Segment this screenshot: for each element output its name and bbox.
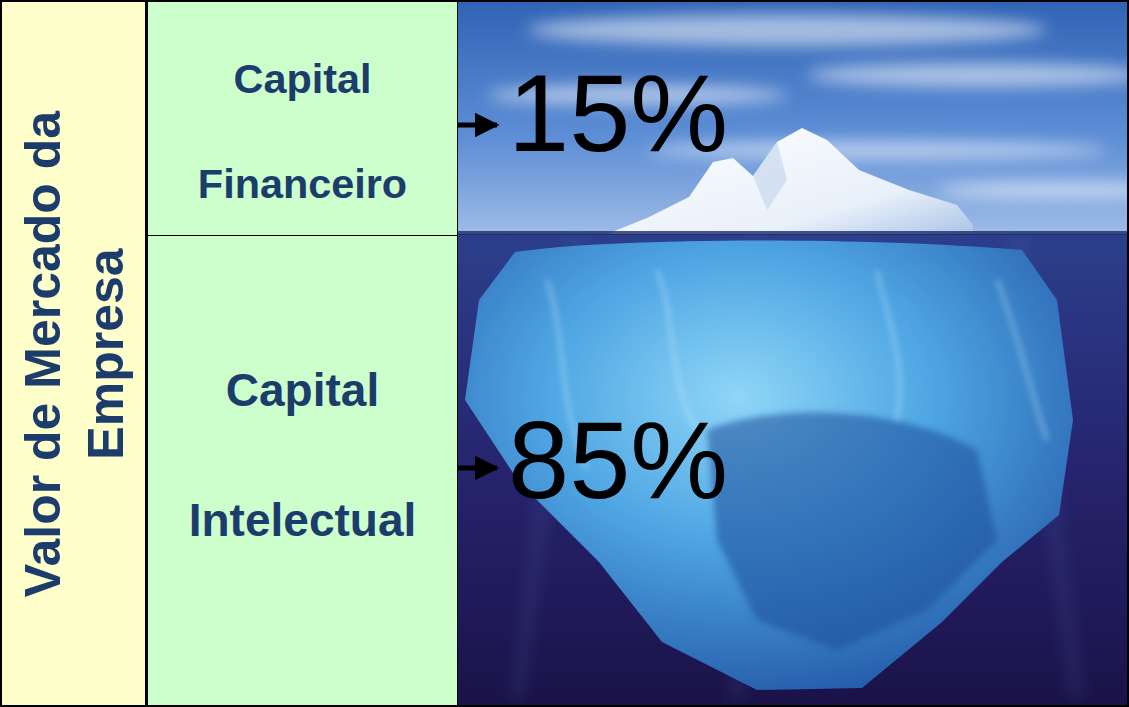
value-band: Valor de Mercado da Empresa <box>0 0 147 707</box>
box-label: Capital Financeiro <box>163 27 443 237</box>
capital-box: Capital Intelectual <box>147 235 458 707</box>
percentage-label: 85% <box>508 405 728 515</box>
band-label: Valor de Mercado da Empresa <box>11 74 136 634</box>
percentage-label: 15% <box>508 58 728 168</box>
capital-box: Capital Financeiro <box>147 0 458 236</box>
box-label: Capital Intelectual <box>163 325 443 585</box>
